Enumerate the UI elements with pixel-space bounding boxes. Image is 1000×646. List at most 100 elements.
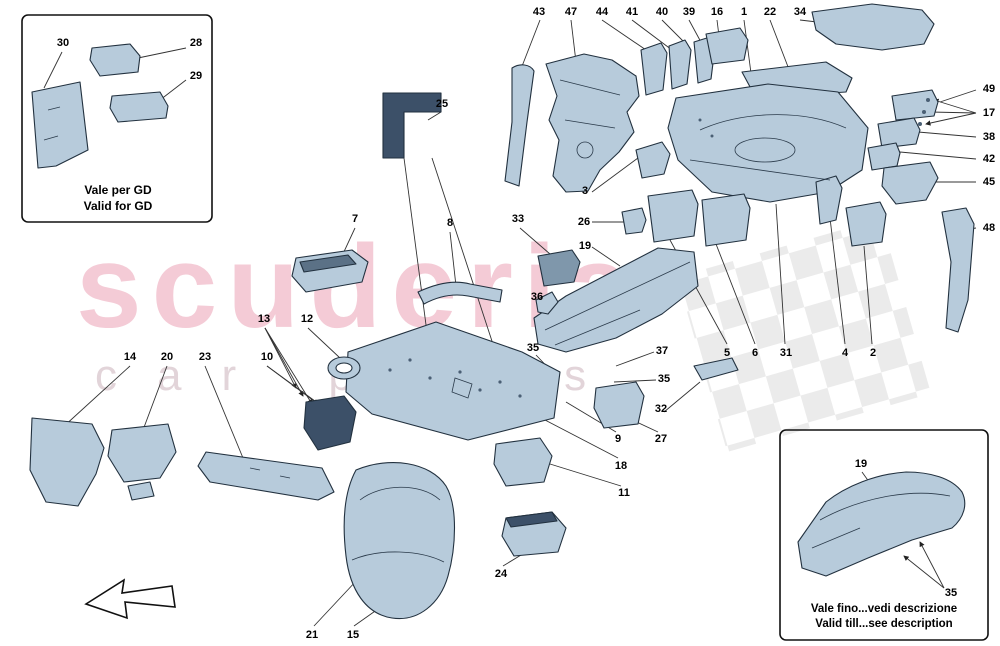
inset-validity-label-en: Valid till...see description [815, 618, 953, 630]
callout-29: 29 [189, 70, 203, 82]
part-shape-48 [941, 207, 975, 333]
callout-35-b: 35 [657, 373, 671, 385]
callout-9: 9 [614, 433, 622, 445]
part-shape-6 [701, 193, 751, 247]
part-shape-25 [382, 92, 442, 159]
callout-13: 13 [257, 313, 271, 325]
callout-18: 18 [614, 460, 628, 472]
callout-17: 17 [982, 107, 996, 119]
callout-19: 19 [578, 240, 592, 252]
part-shape-3 [635, 141, 671, 179]
inset-validity-label-it: Vale fino...vedi descrizione [810, 603, 958, 615]
inset-gd-label-en: Valid for GD [83, 199, 153, 213]
part-shape-34 [811, 3, 935, 51]
part-shape-47 [545, 53, 640, 193]
callout-21: 21 [305, 629, 319, 641]
callout-30: 30 [56, 37, 70, 49]
callout-12: 12 [300, 313, 314, 325]
callout-38: 38 [982, 131, 996, 143]
part-shape-45 [881, 161, 939, 205]
part-shape-27 [593, 381, 645, 429]
callout-35-a: 35 [526, 342, 540, 354]
part-shape-26 [621, 207, 647, 235]
part-shape-43 [504, 64, 535, 187]
part-shape-44 [640, 42, 668, 96]
part-shape-8 [417, 281, 503, 305]
callout-26: 26 [577, 216, 591, 228]
callout-15: 15 [346, 629, 360, 641]
part-shape-2 [845, 201, 887, 247]
part-shape-33 [537, 249, 581, 287]
callout-33: 33 [511, 213, 525, 225]
callout-36: 36 [530, 291, 544, 303]
part-shape-41 [668, 39, 692, 90]
part-shape-16 [705, 27, 749, 65]
part-shape-11 [493, 437, 553, 487]
part-shape-19-inset [797, 471, 966, 577]
callout-48: 48 [982, 222, 996, 234]
part-shape-10 [303, 395, 357, 451]
checkered-flag-watermark [677, 218, 932, 452]
callout-2: 2 [869, 347, 877, 359]
part-shape-36 [535, 291, 559, 315]
part-shape-24-edge [505, 511, 558, 528]
inset-validity-frame [779, 429, 989, 641]
callout-10: 10 [260, 351, 274, 363]
part-shape-30 [31, 81, 89, 169]
leader-lines [43, 19, 977, 627]
callout-42: 42 [982, 153, 996, 165]
callout-37: 37 [655, 345, 669, 357]
callout-31: 31 [779, 347, 793, 359]
callout-41: 41 [625, 6, 639, 18]
callout-19-inset: 19 [854, 458, 868, 470]
part-details [43, 79, 951, 563]
part-shape-28 [89, 43, 141, 77]
part-shape-7-pad [299, 254, 357, 273]
part-shape-5 [647, 189, 699, 243]
callout-3: 3 [581, 185, 589, 197]
callout-6: 6 [751, 347, 759, 359]
part-shape-21 [343, 462, 456, 620]
callout-11: 11 [618, 487, 630, 499]
callout-43: 43 [532, 6, 546, 18]
part-shape-17 [891, 89, 939, 121]
inset-gd-label-it: Vale per GD [84, 183, 152, 197]
callout-14: 14 [123, 351, 137, 363]
callout-16: 16 [710, 6, 724, 18]
fastener-dots [388, 98, 930, 398]
callout-47: 47 [564, 6, 578, 18]
callout-20: 20 [160, 351, 174, 363]
callout-7: 7 [351, 213, 359, 225]
callout-4: 4 [841, 347, 849, 359]
callout-32: 32 [654, 403, 668, 415]
callout-22: 22 [763, 6, 777, 18]
callout-39: 39 [682, 6, 696, 18]
part-shape-4 [815, 175, 843, 225]
part-shape-19 [533, 247, 699, 353]
part-shape-9 [345, 321, 561, 441]
callout-23: 23 [198, 351, 212, 363]
part-shape-14 [29, 417, 105, 507]
callout-1: 1 [740, 6, 748, 18]
part-shape-38 [877, 117, 921, 149]
callout-28: 28 [189, 37, 203, 49]
part-shape-20b [127, 481, 155, 501]
callout-40: 40 [655, 6, 669, 18]
part-shape-20 [107, 423, 177, 483]
part-shape-12-hole [335, 362, 353, 374]
callout-27: 27 [654, 433, 668, 445]
callout-44: 44 [595, 6, 609, 18]
part-shape-29 [109, 91, 169, 123]
callout-25: 25 [435, 98, 449, 110]
direction-arrow [84, 578, 176, 620]
part-shape-23 [197, 451, 335, 501]
callout-34: 34 [793, 6, 807, 18]
callout-45: 45 [982, 176, 996, 188]
callout-24: 24 [494, 568, 508, 580]
inset-gd-frame [21, 14, 213, 223]
callout-49: 49 [982, 83, 996, 95]
part-shape-32 [693, 357, 739, 381]
part-shapes [29, 3, 975, 620]
